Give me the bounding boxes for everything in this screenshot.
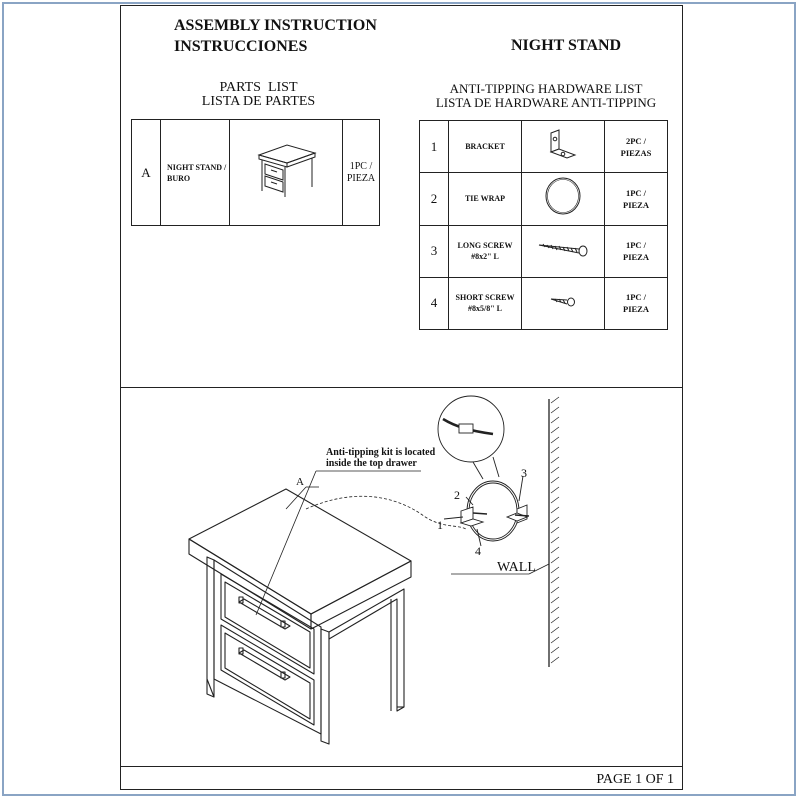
- callout-3: 3: [521, 466, 527, 480]
- part-image-cell: [229, 119, 343, 226]
- table-row: A NIGHT STAND / BURO: [131, 119, 380, 226]
- hardware-qty-line-2: PIEZAS: [620, 147, 652, 158]
- drawer-bottom: [220, 624, 315, 726]
- tie-wrap-loop: [466, 480, 520, 542]
- hardware-name-line-2: #8x5/8" L: [468, 304, 502, 314]
- long-screw-icon: [538, 243, 588, 257]
- hardware-image-cell: [521, 172, 605, 226]
- table-row: 3 LONG SCREW #8x2" L 1PC / PIEZA: [419, 224, 668, 278]
- parts-list-heading: PARTS LIST LISTA DE PARTES: [141, 81, 376, 109]
- product-name: NIGHT STAND: [511, 37, 622, 54]
- drawer-top: [220, 573, 315, 675]
- hardware-id: 2: [419, 172, 449, 226]
- nightstand-top: [188, 488, 412, 615]
- hardware-image-cell: [521, 119, 605, 174]
- hardware-id: 4: [419, 276, 449, 331]
- instruction-sheet: ASSEMBLY INSTRUCTION INSTRUCCIONES NIGHT…: [120, 5, 683, 790]
- table-row: 4 SHORT SCREW #8x5/8" L 1PC / PIEZA: [419, 276, 668, 331]
- hardware-image-cell: [521, 276, 605, 331]
- anti-tipping-diagram: Anti-tipping kit is located inside the t…: [188, 395, 560, 745]
- callout-4: 4: [475, 544, 481, 558]
- hardware-name-line-1: TIE WRAP: [464, 194, 506, 204]
- hardware-name: TIE WRAP: [448, 172, 522, 226]
- part-label-a: A: [296, 476, 304, 488]
- hardware-name: BRACKET: [448, 119, 522, 174]
- kit-location-note-line-2: inside the top drawer: [326, 458, 417, 469]
- footer-divider: [121, 766, 682, 767]
- title-spanish: INSTRUCCIONES: [174, 38, 308, 55]
- bracket-icon: [549, 129, 577, 159]
- hardware-name-line-1: LONG SCREW: [457, 241, 513, 251]
- hardware-qty-line-2: PIEZA: [623, 252, 649, 263]
- parts-table: A NIGHT STAND / BURO: [131, 119, 380, 226]
- parts-list-title-es: LISTA DE PARTES: [201, 94, 316, 109]
- hardware-qty-line-2: PIEZA: [623, 304, 649, 315]
- part-name: NIGHT STAND / BURO: [160, 119, 230, 226]
- section-divider: [121, 387, 682, 388]
- part-qty-line-1: 1PC /: [349, 160, 373, 172]
- hardware-qty-line-1: 1PC /: [625, 292, 647, 303]
- hardware-list-title-es: LISTA DE HARDWARE ANTI-TIPPING: [435, 95, 657, 110]
- hardware-name-line-2: #8x2" L: [471, 252, 499, 262]
- part-quantity: 1PC / PIEZA: [342, 119, 380, 226]
- hardware-quantity: 1PC / PIEZA: [604, 276, 668, 331]
- hardware-quantity: 2PC / PIEZAS: [604, 119, 668, 174]
- tie-wrap-icon: [545, 177, 581, 215]
- kit-location-note-line-1: Anti-tipping kit is located: [326, 447, 436, 458]
- parts-list-title-en: PARTS LIST: [219, 80, 298, 95]
- hardware-quantity: 1PC / PIEZA: [604, 224, 668, 278]
- hardware-qty-line-2: PIEZA: [623, 199, 649, 210]
- magnified-detail-circle: [437, 395, 505, 463]
- hardware-name-line-1: BRACKET: [465, 142, 505, 152]
- hardware-qty-line-1: 2PC /: [625, 135, 647, 146]
- callout-2: 2: [454, 488, 460, 502]
- part-id: A: [131, 119, 161, 226]
- nightstand-thumbnail-icon: [257, 144, 317, 197]
- hardware-table: 1 BRACKET 2PC / PIEZAS 2: [419, 119, 668, 331]
- hardware-name: SHORT SCREW #8x5/8" L: [448, 276, 522, 331]
- hardware-id: 3: [419, 224, 449, 278]
- hardware-qty-line-1: 1PC /: [625, 187, 647, 198]
- callout-1: 1: [437, 518, 443, 532]
- title-english: ASSEMBLY INSTRUCTION: [174, 17, 377, 34]
- part-name-en: NIGHT STAND /: [167, 162, 227, 172]
- wall-label: WALL: [497, 560, 536, 575]
- table-row: 1 BRACKET 2PC / PIEZAS: [419, 119, 668, 174]
- table-row: 2 TIE WRAP 1PC / PIEZA: [419, 172, 668, 226]
- short-screw-icon: [550, 297, 575, 307]
- hardware-name-line-1: SHORT SCREW: [455, 293, 515, 303]
- page-number: PAGE 1 OF 1: [596, 772, 674, 787]
- part-qty-line-2: PIEZA: [346, 172, 376, 184]
- hardware-quantity: 1PC / PIEZA: [604, 172, 668, 226]
- hardware-name: LONG SCREW #8x2" L: [448, 224, 522, 278]
- hardware-image-cell: [521, 224, 605, 278]
- hardware-qty-line-1: 1PC /: [625, 240, 647, 251]
- part-name-es: BURO: [167, 173, 191, 183]
- hardware-list-title-en: ANTI-TIPPING HARDWARE LIST: [449, 81, 643, 96]
- hardware-list-heading: ANTI-TIPPING HARDWARE LIST LISTA DE HARD…: [421, 82, 671, 110]
- hardware-id: 1: [419, 119, 449, 174]
